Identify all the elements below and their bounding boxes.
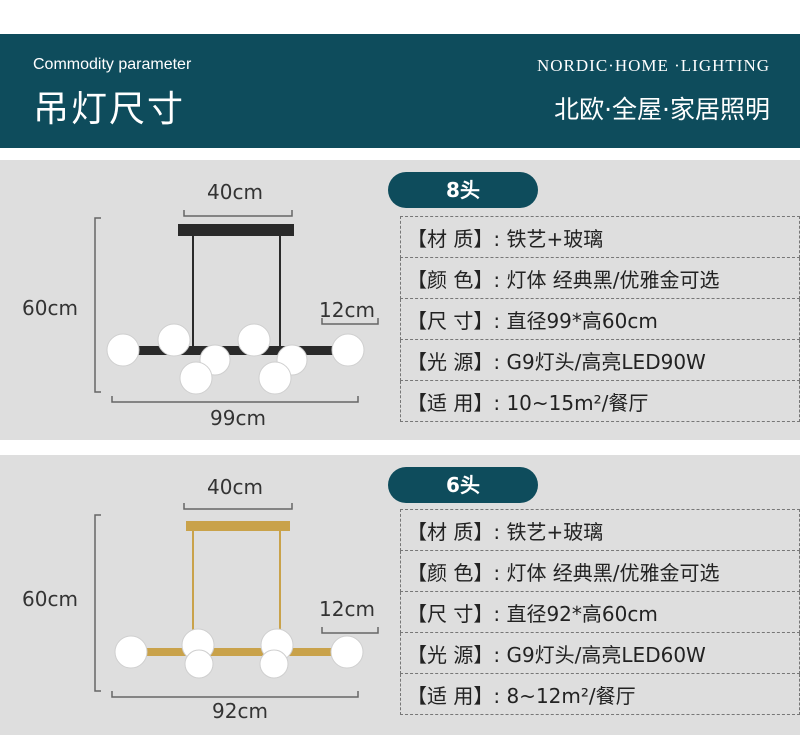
spec-label: 【适 用】 [407,390,494,415]
dim-width-label: 40cm [207,475,263,499]
spec-label: 【光 源】 [407,642,494,667]
spec-row-material: 【材 质】: 铁艺+玻璃 [400,509,800,551]
spec-label: 【颜 色】 [407,267,494,292]
lamp-diagram-8-heads [94,210,379,403]
spec-row-size: 【尺 寸】: 直径92*高60cm [400,591,800,633]
spec-value: : 灯体 经典黑/优雅金可选 [493,560,720,585]
spec-row-usage: 【适 用】: 10~15m²/餐厅 [400,380,800,422]
spec-table: 【材 质】: 铁艺+玻璃 【颜 色】: 灯体 经典黑/优雅金可选 【尺 寸】: … [400,509,800,715]
spec-label: 【材 质】 [407,519,494,544]
spec-row-light-source: 【光 源】: G9灯头/高亮LED90W [400,339,800,381]
spec-label: 【光 源】 [407,349,494,374]
spec-value: : 铁艺+玻璃 [493,519,604,544]
product-section-6-heads: 40cm 60cm 12cm 92cm 6头 【材 质】: 铁艺+玻璃 【颜 色… [0,455,800,735]
spec-row-color: 【颜 色】: 灯体 经典黑/优雅金可选 [400,550,800,592]
spec-table: 【材 质】: 铁艺+玻璃 【颜 色】: 灯体 经典黑/优雅金可选 【尺 寸】: … [400,216,800,422]
heads-badge: 6头 [388,467,538,503]
dim-height-label: 60cm [22,296,78,320]
spec-row-size: 【尺 寸】: 直径99*高60cm [400,298,800,340]
brand-name-en: NORDIC·HOME ·LIGHTING [537,56,770,75]
spec-label: 【适 用】 [407,683,494,708]
spec-value: : 8~12m²/餐厅 [493,683,636,708]
dim-width-label: 40cm [207,180,263,204]
heads-badge: 8头 [388,172,538,208]
spec-label: 【尺 寸】 [407,601,494,626]
spec-value: : 灯体 经典黑/优雅金可选 [493,267,720,292]
dim-length-label: 92cm [212,699,268,723]
product-section-8-heads: 40cm 60cm 12cm 99cm 8头 【材 质】: 铁艺+玻璃 【颜 色… [0,160,800,440]
spec-label: 【尺 寸】 [407,308,494,333]
spec-row-material: 【材 质】: 铁艺+玻璃 [400,216,800,258]
dim-side-label: 12cm [319,597,375,621]
header-banner: Commodity parameter 吊灯尺寸 NORDIC·HOME ·LI… [0,34,800,148]
spec-value: : G9灯头/高亮LED60W [493,642,706,667]
brand-slogan: 北欧·全屋·家居照明 [554,95,770,124]
spec-value: : 直径92*高60cm [493,601,658,626]
header-subtitle-en: Commodity parameter [33,56,192,73]
spec-row-usage: 【适 用】: 8~12m²/餐厅 [400,673,800,715]
dim-height-label: 60cm [22,587,78,611]
spec-value: : 铁艺+玻璃 [493,226,604,251]
header-title: 吊灯尺寸 [33,89,186,130]
spec-value: : 10~15m²/餐厅 [493,390,649,415]
spec-value: : 直径99*高60cm [493,308,658,333]
spec-row-color: 【颜 色】: 灯体 经典黑/优雅金可选 [400,257,800,299]
spec-value: : G9灯头/高亮LED90W [493,349,706,374]
spec-label: 【材 质】 [407,226,494,251]
spec-row-light-source: 【光 源】: G9灯头/高亮LED60W [400,632,800,674]
spec-label: 【颜 色】 [407,560,494,585]
dim-length-label: 99cm [210,406,266,430]
dim-side-label: 12cm [319,298,375,322]
lamp-diagram-6-heads [94,503,379,698]
